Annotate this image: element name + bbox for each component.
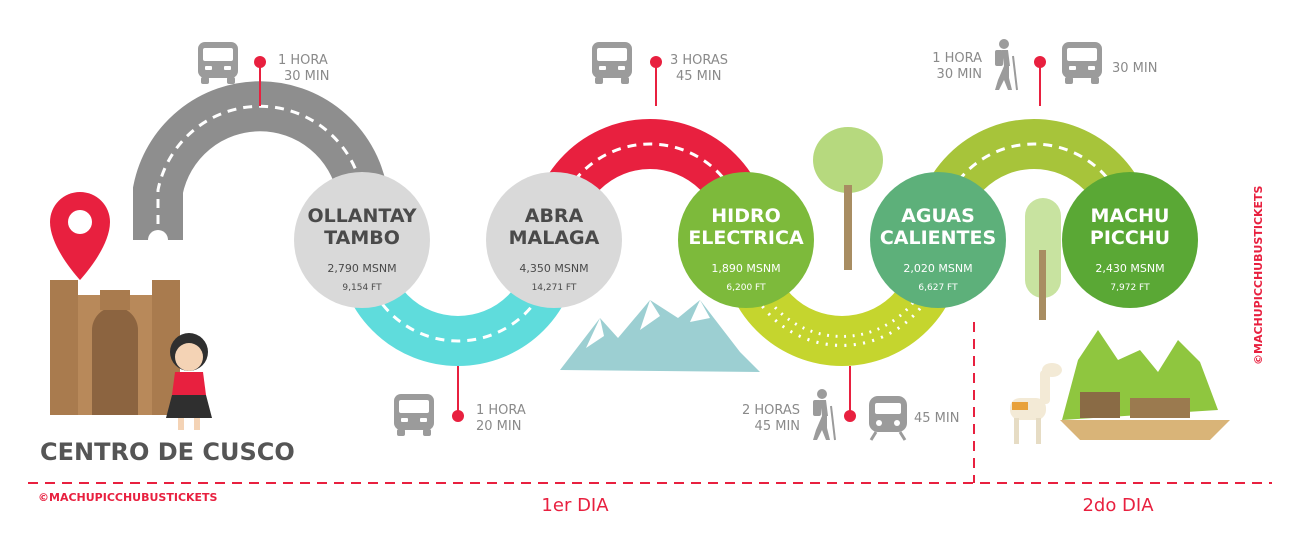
- stop-altitude-ft: 9,154 FT: [342, 283, 382, 293]
- van-icon: [592, 42, 632, 84]
- machu-picchu-ruins-illustration: [1060, 330, 1230, 440]
- stop-altitude-m: 1,890 MSNM: [711, 262, 780, 275]
- leg-time-line2: 45 MIN: [755, 419, 800, 434]
- llama-illustration: [1010, 363, 1062, 444]
- stop-altitude-ft: 7,972 FT: [1110, 283, 1150, 293]
- stop-altitude-m: 2,430 MSNM: [1095, 262, 1164, 275]
- location-pin-icon: [50, 192, 110, 280]
- stop-aguas-calientes: AGUAS CALIENTES 2,020 MSNM 6,627 FT: [870, 172, 1006, 308]
- stop-name-line2: TAMBO: [324, 227, 400, 249]
- leg-time-line2: 20 MIN: [476, 419, 521, 434]
- stop-name-line1: ABRA: [525, 205, 584, 227]
- leg-ollantaytambo-abra-malaga: 1 HORA 20 MIN: [394, 366, 526, 436]
- leg-time-line1: 1 HORA: [278, 53, 328, 68]
- leg-time-line1: 1 HORA: [476, 403, 526, 418]
- credit-bottom: ©MACHUPICCHUBUSTICKETS: [38, 491, 218, 504]
- stop-altitude-ft: 6,627 FT: [918, 283, 958, 293]
- andean-girl-illustration: [166, 333, 212, 430]
- leg-abra-malaga-hidroelectrica: 3 HORAS 45 MIN: [592, 42, 728, 106]
- stop-name-line1: HIDRO: [711, 205, 781, 227]
- leg-time-line1: 1 HORA: [932, 51, 982, 66]
- tree-small-icon: [1025, 198, 1061, 320]
- van-icon: [198, 42, 238, 84]
- stop-name-line1: AGUAS: [901, 205, 975, 227]
- day2-label: 2do DIA: [1082, 495, 1154, 516]
- tree-large-icon: [813, 127, 883, 270]
- stop-ollantaytambo: OLLANTAY TAMBO 2,790 MSNM 9,154 FT: [294, 172, 430, 308]
- mountains-illustration: [560, 300, 760, 372]
- leg-train-time: 45 MIN: [914, 411, 959, 426]
- van-icon: [1062, 42, 1102, 84]
- leg-hidroelectrica-aguas-calientes: 2 HORAS 45 MIN 45 MIN: [742, 366, 959, 442]
- leg-cusco-ollantaytambo: 1 HORA 30 MIN: [198, 42, 329, 106]
- stop-altitude-ft: 14,271 FT: [532, 283, 577, 293]
- stop-machu-picchu: MACHU PICCHU 2,430 MSNM 7,972 FT: [1062, 172, 1198, 308]
- cusco-cathedral-illustration: [50, 280, 180, 415]
- train-icon: [867, 394, 909, 442]
- origin-start-dot: [148, 230, 168, 250]
- stop-altitude-m: 2,790 MSNM: [327, 262, 396, 275]
- leg-time-line2: 45 MIN: [676, 69, 721, 84]
- stop-name-line2: ELECTRICA: [688, 227, 804, 249]
- leg-time-line1: 2 HORAS: [742, 403, 800, 418]
- hiker-icon: [812, 388, 836, 441]
- stop-altitude-ft: 6,200 FT: [726, 283, 766, 293]
- van-icon: [394, 394, 434, 436]
- stop-altitude-m: 4,350 MSNM: [519, 262, 588, 275]
- credit-side: ©MACHUPICCHUBUSTICKETS: [1252, 185, 1265, 365]
- origin-label: CENTRO DE CUSCO: [40, 438, 295, 466]
- stop-hidroelectrica: HIDRO ELECTRICA 1,890 MSNM 6,200 FT: [678, 172, 814, 308]
- stop-name-line1: OLLANTAY: [307, 205, 416, 227]
- leg-time-line2: 30 MIN: [937, 67, 982, 82]
- hiker-icon: [994, 38, 1018, 91]
- stop-altitude-m: 2,020 MSNM: [903, 262, 972, 275]
- day1-label: 1er DIA: [541, 495, 609, 516]
- stop-name-line2: PICCHU: [1090, 227, 1170, 249]
- leg-bus-time: 30 MIN: [1112, 61, 1157, 76]
- stop-abra-malaga: ABRA MALAGA 4,350 MSNM 14,271 FT: [486, 172, 622, 308]
- stop-name-line2: MALAGA: [509, 227, 600, 249]
- stop-name-line2: CALIENTES: [880, 227, 996, 249]
- road-gray-dashes: [156, 104, 364, 240]
- stop-name-line1: MACHU: [1091, 205, 1170, 227]
- leg-aguas-calientes-machu-picchu: 1 HORA 30 MIN 30 MIN: [932, 38, 1157, 106]
- leg-time-line2: 30 MIN: [284, 69, 329, 84]
- leg-time-line1: 3 HORAS: [670, 53, 728, 68]
